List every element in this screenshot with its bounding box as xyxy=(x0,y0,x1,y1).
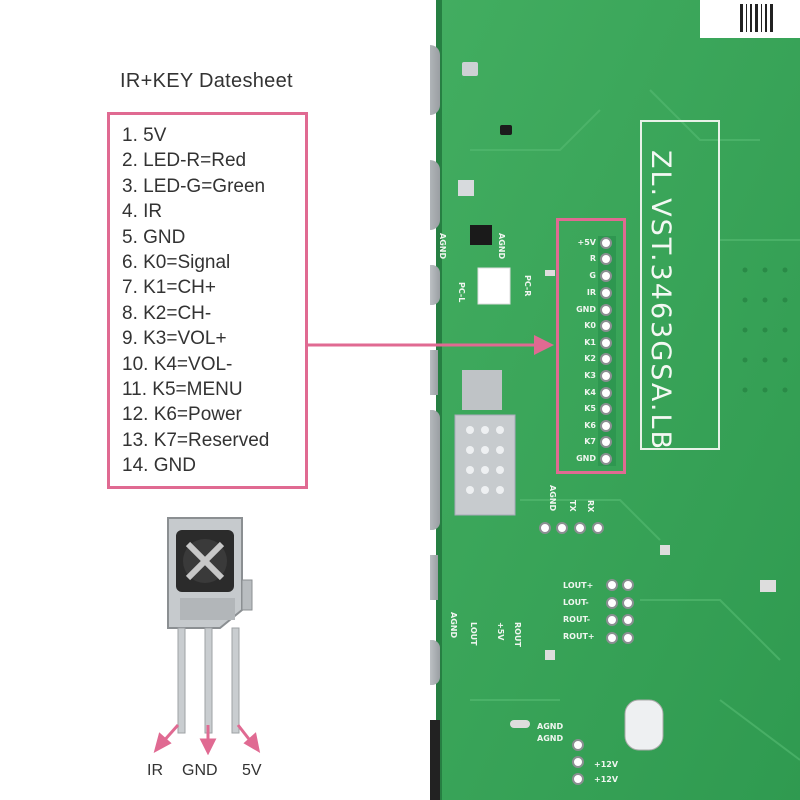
pin-item: 5. GND xyxy=(122,226,186,248)
pin-item: 14. GND xyxy=(122,455,196,477)
header-label: K0 xyxy=(584,321,596,330)
silk-agnd: AGND xyxy=(438,233,447,260)
silk-agnd: AGND xyxy=(449,612,458,639)
silk-lout-minus: LOUT- xyxy=(563,598,589,607)
model-frame xyxy=(640,120,720,450)
header-label: +5V xyxy=(577,238,596,247)
header-label: K4 xyxy=(584,388,596,397)
datasheet-title: IR+KEY Datesheet xyxy=(120,70,293,92)
silk-agnd: AGND xyxy=(537,734,564,743)
header-label: K1 xyxy=(584,338,596,347)
header-label: K6 xyxy=(584,421,596,430)
header-label: K2 xyxy=(584,354,596,363)
silk-pc-r: PC-R xyxy=(523,275,532,297)
pin-item: 4. IR xyxy=(122,201,163,223)
leg-label-ir: IR xyxy=(147,762,163,779)
pin-item: 1. 5V xyxy=(122,125,167,146)
header-label: K7 xyxy=(584,437,596,446)
header-label: K3 xyxy=(584,371,596,380)
pin-list: 1. 5V 2. LED-R=Red 3. LED-G=Green 4. IR … xyxy=(122,123,269,478)
pin-item: 9. K3=VOL+ xyxy=(122,328,227,350)
pin-item: 10. K4=VOL- xyxy=(122,353,233,375)
silk-agnd: AGND xyxy=(548,485,557,512)
header-label: GND xyxy=(576,305,596,314)
silk-tx: TX xyxy=(568,500,577,512)
pin-list-frame xyxy=(107,112,308,489)
board-model-text: ZL.VST.3463GSA.LB xyxy=(645,150,676,452)
pointer-arrow xyxy=(308,335,554,355)
silk-12v: +12V xyxy=(594,775,619,784)
silk-rout: ROUT xyxy=(513,622,522,647)
header-label: IR xyxy=(586,288,596,297)
silk-rx: RX xyxy=(586,500,595,513)
leg-label-gnd: GND xyxy=(182,762,218,779)
pin-item: 7. K1=CH+ xyxy=(122,277,216,299)
silk-12v: +12V xyxy=(594,760,619,769)
silk-rout-plus: ROUT+ xyxy=(563,632,595,641)
pin-item: 8. K2=CH- xyxy=(122,302,212,324)
header-label: G xyxy=(589,271,596,280)
header-label: K5 xyxy=(584,404,596,413)
silk-agnd: AGND xyxy=(537,722,564,731)
leg-label-5v: 5V xyxy=(242,762,262,779)
board-model-label: ZL.VST.3463GSA.LB xyxy=(645,150,715,451)
pin-item: 11. K5=MENU xyxy=(122,378,243,400)
ir-receiver-sensor xyxy=(153,517,261,755)
pin-item: 12. K6=Power xyxy=(122,404,242,426)
silk-pc-l: PC-L xyxy=(457,282,466,303)
pcb-board xyxy=(430,0,800,800)
pin-item: 13. K7=Reserved xyxy=(122,429,270,451)
header-label: GND xyxy=(576,454,596,463)
silk-5v: +5V xyxy=(496,622,505,641)
pin-item: 2. LED-R=Red xyxy=(122,150,247,172)
pin-item: 3. LED-G=Green xyxy=(122,175,266,197)
silk-agnd: AGND xyxy=(497,233,506,260)
header-label: R xyxy=(589,254,596,263)
silk-lout-plus: LOUT+ xyxy=(563,581,594,590)
header-highlight xyxy=(556,218,626,474)
silk-lout: LOUT xyxy=(469,622,478,646)
silk-rout-minus: ROUT- xyxy=(563,615,591,624)
pin-item: 6. K0=Signal xyxy=(122,251,231,273)
